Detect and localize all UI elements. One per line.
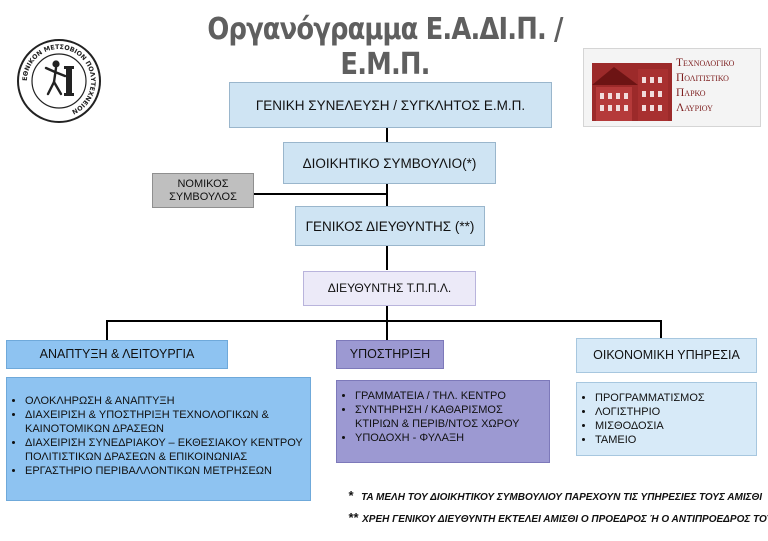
list-item: ΥΠΟΔΟΧΗ - ΦΥΛΑΞΗ: [355, 431, 543, 445]
finance-list-box: ΠΡΟΓΡΑΜΜΑΤΙΣΜΟΣ ΛΟΓΙΣΤΗΡΙΟ ΜΙΣΘΟΔΟΣΙΑ ΤΑ…: [576, 382, 757, 456]
general-director-box: ΓΕΝΙΚΟΣ ΔΙΕΥΘΥΝΤΗΣ (**): [295, 206, 485, 246]
support-box: ΥΠΟΣΤΗΡΙΞΗ: [336, 340, 444, 369]
finance-list: ΠΡΟΓΡΑΜΜΑΤΙΣΜΟΣ ΛΟΓΙΣΤΗΡΙΟ ΜΙΣΘΟΔΟΣΙΑ ΤΑ…: [577, 391, 705, 447]
connector-director-down: [386, 306, 388, 322]
support-label: ΥΠΟΣΤΗΡΙΞΗ: [349, 347, 431, 361]
finance-box: ΟΙΚΟΝΟΜΙΚΗ ΥΠΗΡΕΣΙΑ: [576, 338, 757, 373]
list-item: ΓΡΑΜΜΑΤΕΙΑ / ΤΗΛ. ΚΕΝΤΡΟ: [355, 389, 543, 403]
connector-support: [386, 320, 388, 340]
list-item: ΟΛΟΚΛΗΡΩΣΗ & ΑΝΑΠΤΥΞΗ: [25, 394, 304, 408]
support-list-box: ΓΡΑΜΜΑΤΕΙΑ / ΤΗΛ. ΚΕΝΤΡΟ ΣΥΝΤΗΡΗΣΗ / ΚΑΘ…: [336, 380, 550, 463]
finance-label: ΟΙΚΟΝΟΜΙΚΗ ΥΠΗΡΕΣΙΑ: [593, 348, 740, 362]
chart-title: Οργανόγραμμα Ε.Α.ΔΙ.Π. / Ε.Μ.Π.: [207, 12, 563, 82]
list-item: ΔΙΑΧΕΙΡΙΣΗ ΣΥΝΕΔΡΙΑΚΟΥ – ΕΚΘΕΣΙΑΚΟΥ ΚΕΝΤ…: [25, 436, 304, 464]
park-logo: Τεχνολογικο Πολιτιστικο Παρκο Λαυριου: [583, 48, 761, 127]
park-logo-line: Πολιτιστικο: [676, 72, 729, 84]
list-item: ΕΡΓΑΣΤΗΡΙΟ ΠΕΡΙΒΑΛΛΟΝΤΙΚΩΝ ΜΕΤΡΗΣΕΩΝ: [25, 464, 304, 478]
list-item: ΤΑΜΕΙΟ: [595, 433, 705, 447]
park-logo-text: Τεχνολογικο Πολιτιστικο Παρκο Λαυριου: [676, 56, 760, 116]
list-item: ΣΥΝΤΗΡΗΣΗ / ΚΑΘΑΡΙΣΜΟΣ ΚΤΙΡΙΩΝ & ΠΕΡΙΒ/Ν…: [355, 403, 543, 431]
park-logo-line: Λαυριου: [676, 102, 713, 114]
development-list: ΟΛΟΚΛΗΡΩΣΗ & ΑΝΑΠΤΥΞΗ ΔΙΑΧΕΙΡΙΣΗ & ΥΠΟΣΤ…: [7, 394, 304, 478]
connector-development: [106, 320, 108, 340]
director-box: ΔΙΕΥΘΥΝΤΗΣ Τ.Π.Π.Λ.: [303, 271, 476, 306]
list-item: ΛΟΓΙΣΤΗΡΙΟ: [595, 405, 705, 419]
general-director-label: ΓΕΝΙΚΟΣ ΔΙΕΥΘΥΝΤΗΣ (**): [305, 218, 475, 234]
footnote-mark: **: [348, 510, 359, 525]
park-logo-line: Παρκο: [676, 87, 706, 99]
footnote-text: ΤΑ ΜΕΛΗ ΤΟΥ ΔΙΟΙΚΗΤΙΚΟΥ ΣΥΜΒΟΥΛΙΟΥ ΠΑΡΕΧ…: [361, 492, 763, 503]
director-label: ΔΙΕΥΘΥΝΤΗΣ Τ.Π.Π.Λ.: [327, 281, 452, 295]
general-assembly-label: ΓΕΝΙΚΗ ΣΥΝΕΛΕΥΣΗ / ΣΥΓΚΛΗΤΟΣ Ε.Μ.Π.: [255, 97, 526, 113]
connector-finance: [660, 320, 662, 338]
park-logo-line: Τεχνολογικο: [676, 57, 735, 69]
legal-advisor-box: ΝΟΜΙΚΟΣ ΣΥΜΒΟΥΛΟΣ: [152, 173, 254, 208]
development-label: ΑΝΑΠΤΥΞΗ & ΛΕΙΤΟΥΡΓΙΑ: [39, 347, 195, 361]
footnote-2: **ΧΡΕΗ ΓΕΝΙΚΟΥ ΔΙΕΥΘΥΝΤΗ ΕΚΤΕΛΕΙ ΑΜΙΣΘΙ …: [348, 510, 768, 525]
legal-advisor-label: ΝΟΜΙΚΟΣ ΣΥΜΒΟΥΛΟΣ: [169, 177, 237, 203]
connector-legal: [254, 193, 387, 195]
list-item: ΠΡΟΓΡΑΜΜΑΤΙΣΜΟΣ: [595, 391, 705, 405]
connector-main-vertical: [386, 128, 388, 270]
development-box: ΑΝΑΠΤΥΞΗ & ΛΕΙΤΟΥΡΓΙΑ: [6, 340, 228, 369]
footnote-1: * ΤΑ ΜΕΛΗ ΤΟΥ ΔΙΟΙΚΗΤΙΚΟΥ ΣΥΜΒΟΥΛΙΟΥ ΠΑΡΕ…: [348, 488, 762, 503]
board-label: ΔΙΟΙΚΗΤΙΚΟ ΣΥΜΒΟΥΛΙΟ(*): [302, 155, 477, 171]
development-list-box: ΟΛΟΚΛΗΡΩΣΗ & ΑΝΑΠΤΥΞΗ ΔΙΑΧΕΙΡΙΣΗ & ΥΠΟΣΤ…: [6, 377, 311, 501]
support-list: ΓΡΑΜΜΑΤΕΙΑ / ΤΗΛ. ΚΕΝΤΡΟ ΣΥΝΤΗΡΗΣΗ / ΚΑΘ…: [337, 389, 543, 445]
connector-horizontal-bus: [106, 320, 662, 322]
footnote-mark: *: [348, 488, 354, 503]
list-item: ΜΙΣΘΟΔΟΣΙΑ: [595, 419, 705, 433]
footnote-text: ΧΡΕΗ ΓΕΝΙΚΟΥ ΔΙΕΥΘΥΝΤΗ ΕΚΤΕΛΕΙ ΑΜΙΣΘΙ Ο …: [362, 514, 768, 525]
board-box: ΔΙΟΙΚΗΤΙΚΟ ΣΥΜΒΟΥΛΙΟ(*): [283, 142, 496, 184]
ntua-seal-logo: ΕΘΝΙΚΟΝ ΜΕΤΣΟΒΙΟΝ ΠΟΛΥΤΕΧΝΕΙΟΝ: [16, 38, 102, 124]
list-item: ΔΙΑΧΕΙΡΙΣΗ & ΥΠΟΣΤΗΡΙΞΗ ΤΕΧΝΟΛΟΓΙΚΩΝ & Κ…: [25, 408, 304, 436]
general-assembly-box: ΓΕΝΙΚΗ ΣΥΝΕΛΕΥΣΗ / ΣΥΓΚΛΗΤΟΣ Ε.Μ.Π.: [229, 82, 552, 128]
